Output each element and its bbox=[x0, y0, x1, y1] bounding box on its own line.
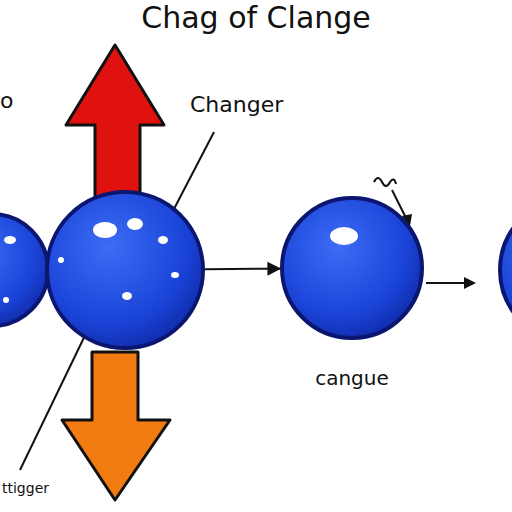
node-label: cangue bbox=[270, 366, 434, 390]
up-arrow bbox=[66, 45, 164, 215]
sphere-highlight bbox=[330, 227, 358, 245]
sphere-highlight bbox=[58, 257, 64, 263]
flow-arrow bbox=[426, 282, 468, 284]
down-arrow bbox=[62, 352, 170, 500]
sphere-highlight bbox=[127, 218, 143, 230]
sphere-outline bbox=[45, 190, 205, 350]
diagram-title: Chag of Clange bbox=[0, 0, 512, 35]
blue-sphere bbox=[0, 214, 48, 326]
blue-sphere bbox=[500, 198, 512, 342]
node-label: Changer bbox=[190, 92, 283, 117]
sphere-highlight bbox=[4, 236, 16, 244]
blue-sphere bbox=[47, 192, 203, 348]
node-label: ttigger bbox=[2, 480, 49, 496]
sphere-node: Changerttigger bbox=[45, 190, 205, 350]
sphere-highlight bbox=[93, 222, 117, 238]
sphere-highlight bbox=[122, 292, 132, 300]
blue-sphere bbox=[282, 198, 422, 338]
sphere-node: cangue bbox=[280, 196, 424, 340]
sphere-highlight bbox=[158, 236, 168, 244]
sphere-highlight bbox=[3, 297, 9, 303]
sphere-highlight bbox=[171, 272, 179, 278]
arrow-head bbox=[464, 277, 476, 289]
free-label: o bbox=[0, 88, 13, 113]
sphere-outline bbox=[280, 196, 424, 340]
flow-arrow bbox=[205, 268, 280, 271]
